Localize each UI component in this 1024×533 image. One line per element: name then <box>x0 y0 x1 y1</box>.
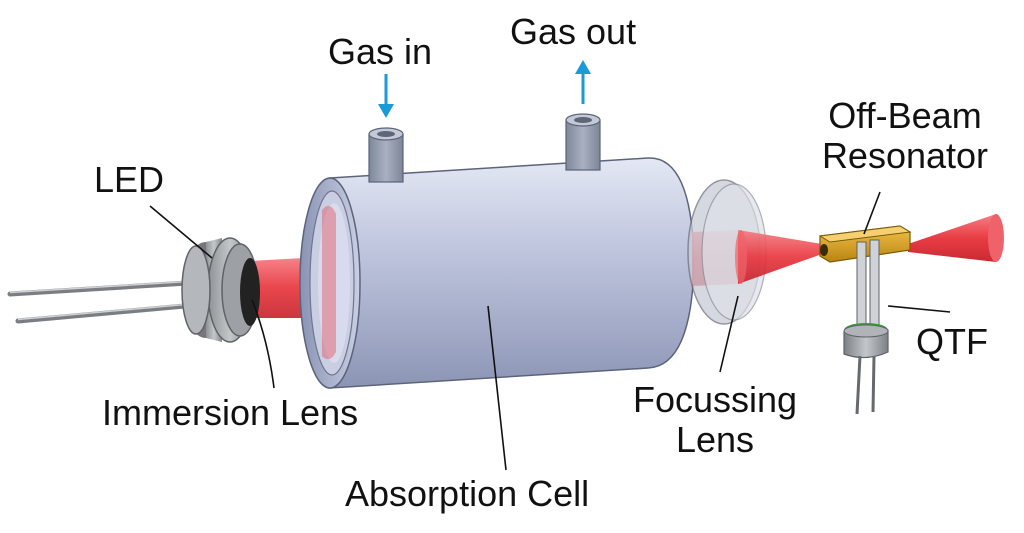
gas-in-arrow <box>378 74 394 118</box>
led-label: LED <box>94 159 165 200</box>
resonator-leader-line <box>863 191 881 235</box>
gas-out-label: Gas out <box>510 11 637 52</box>
off-beam-resonator-label: Off-Beam Resonator <box>800 96 1010 176</box>
led <box>181 237 260 343</box>
focussing-lens <box>687 179 767 325</box>
off-beam-label-line-2: Resonator <box>821 135 989 176</box>
light-beam-focused <box>735 230 822 284</box>
absorption-cell <box>299 157 695 389</box>
absorption-cell-leader-line <box>487 305 507 471</box>
leader-lines <box>149 191 951 471</box>
light-beam-exit <box>908 214 1004 262</box>
off-beam-label-line-1: Off-Beam <box>828 95 982 136</box>
qtf-label: QTF <box>916 321 988 362</box>
absorption-cell-label: Absorption Cell <box>345 473 590 514</box>
focussing-lens-leader-line <box>719 295 739 373</box>
qtf <box>843 239 889 415</box>
gas-in-label: Gas in <box>328 31 433 72</box>
focussing-label-line-1: Focussing <box>632 379 798 420</box>
focussing-label-line-2: Lens <box>675 419 755 460</box>
led-leader-line <box>149 205 213 259</box>
focussing-lens-label: Focussing Lens <box>610 380 820 460</box>
immersion-lens-leader-line <box>251 299 275 389</box>
immersion-lens-label: Immersion Lens <box>102 392 359 433</box>
gas-out-arrow <box>575 60 591 104</box>
qtf-leader-line <box>887 305 951 313</box>
led-pins <box>7 280 199 324</box>
gas-outlet-port <box>565 113 601 171</box>
gas-inlet-port <box>368 127 404 183</box>
